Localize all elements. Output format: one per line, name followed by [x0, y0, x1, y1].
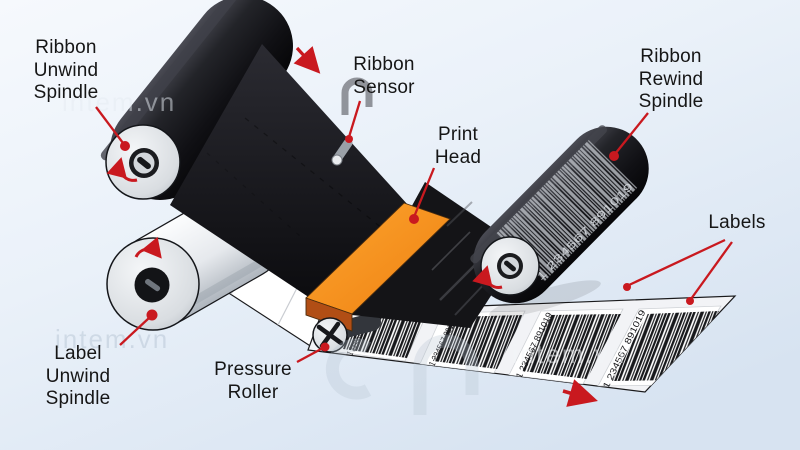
label-output-direction-arrow-icon: [562, 379, 598, 407]
watermark-logo-icon: [325, 338, 372, 400]
barcode-label: 1 234567 891019: [419, 310, 526, 374]
callout-line-text: Spindle: [638, 91, 704, 112]
callout-line-text: Pressure: [214, 359, 292, 380]
callout-line-text: Ribbon: [353, 54, 415, 75]
callout-ribbon-sensor: Ribbon Sensor: [353, 54, 414, 99]
callout-line-text: Ribbon: [640, 46, 702, 67]
watermark-text: intem.vn: [55, 324, 169, 354]
callout-line-text: Unwind: [33, 59, 99, 81]
unwind-rotation-arrow-icon: [106, 157, 138, 182]
callout-line-pressure-roller: [296, 346, 324, 364]
callout-line-labels-1: [628, 238, 726, 287]
callout-line-text: Label: [54, 343, 102, 364]
label-unwind-roll: [106, 187, 287, 331]
watermark-text: intem.vn: [62, 87, 176, 117]
callout-line-text: Spindle: [45, 388, 111, 409]
callout-line-text: Labels: [708, 212, 766, 233]
pressure-roller: [312, 317, 348, 353]
callout-pressure-roller: Pressure Roller: [214, 359, 292, 404]
callout-line-text: Roller: [227, 381, 279, 403]
callout-line-text: Head: [434, 146, 482, 168]
callout-line-text: Unwind: [45, 365, 111, 387]
callout-line-ribbon-sensor: [347, 100, 362, 138]
callout-line-text: Spindle: [33, 82, 99, 103]
callout-print-head: Print Head: [435, 124, 481, 169]
callout-line-print-head: [412, 167, 436, 218]
watermark-text: intem.vn: [512, 339, 626, 369]
ribbon-band: [170, 44, 408, 298]
callout-dots: [120, 135, 694, 352]
callout-line-text: Print: [437, 124, 479, 145]
rewind-rotation-arrow-icon: [472, 265, 503, 289]
callout-line-ribbon-unwind: [95, 106, 124, 144]
callout-line-text: Ribbon: [35, 37, 97, 58]
ribbon-rewind-roller: 1 234567 891019: [470, 125, 649, 304]
ribbon-direction-arrow-icon: [293, 46, 321, 74]
callout-ribbon-rewind-spindle: Ribbon Rewind Spindle: [639, 46, 704, 114]
watermark: intem.vn intem.vn intem.vn: [55, 77, 626, 415]
callout-line-label-unwind: [119, 317, 150, 346]
callout-line-labels-2: [690, 241, 733, 300]
callout-line-text: Rewind: [638, 68, 704, 90]
callout-line-ribbon-rewind: [614, 112, 649, 155]
ribbon-sensor: [331, 138, 353, 166]
callout-labels: Labels: [708, 212, 765, 235]
callout-pointers: [95, 100, 733, 364]
callout-label-unwind-spindle: Label Unwind Spindle: [46, 343, 111, 411]
callout-line-text: Sensor: [353, 76, 415, 98]
label-roll-rotation-arrow-icon: [134, 236, 162, 259]
callout-ribbon-unwind-spindle: Ribbon Unwind Spindle: [34, 37, 99, 105]
